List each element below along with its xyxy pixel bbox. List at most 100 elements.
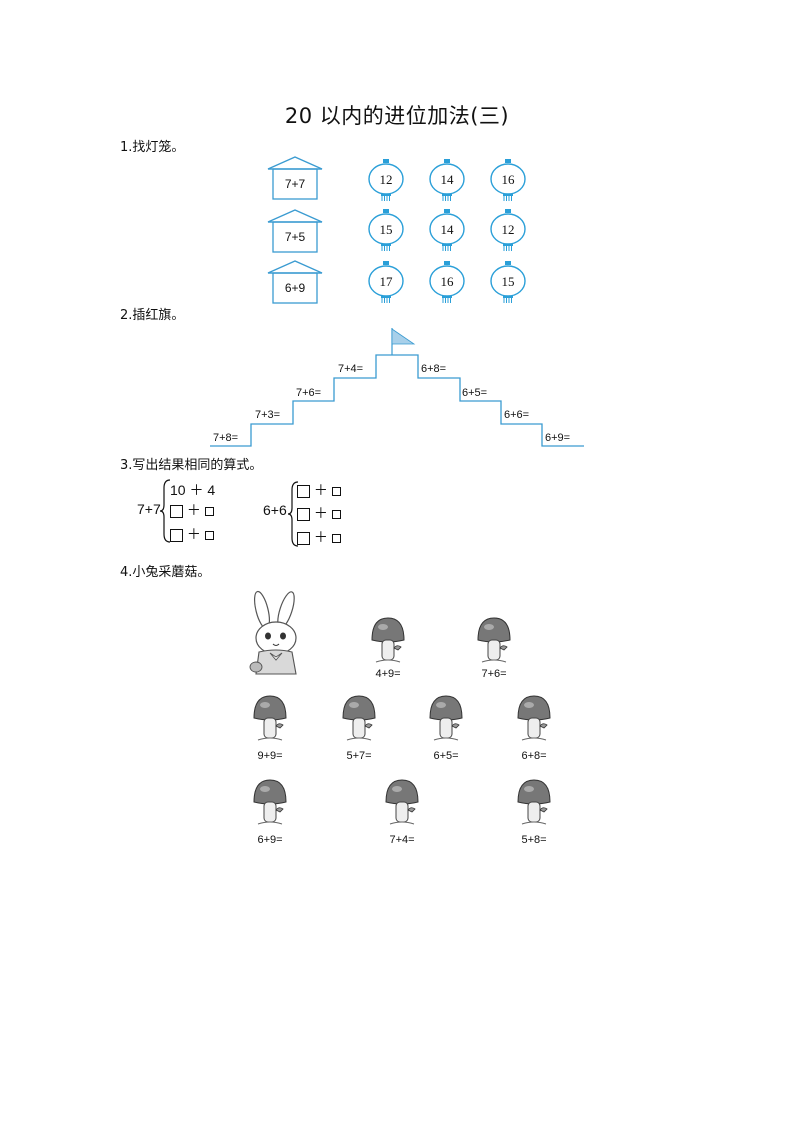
lantern-number: 16 [501,172,515,187]
group-2-row-1: ＋ [297,480,341,500]
lantern-icon [429,209,465,251]
group-1-row-1: 10 ＋ 4 [170,482,216,498]
step-expression: 7+6= [296,387,322,399]
lantern-icon [368,261,404,303]
mushroom: 5+7= [334,694,384,762]
step-expression: 7+4= [338,363,364,375]
plus-sign: ＋ [313,529,328,545]
lantern-number: 16 [440,274,454,289]
mushroom-icon [429,695,463,741]
mushroom-expression: 5+8= [521,834,547,846]
mushroom-icon [253,779,287,825]
group-2-row-3: ＋ [297,527,341,547]
mushroom-icon [253,695,287,741]
group-1-expression: 7+7 [137,501,161,517]
lantern: 14 [429,208,465,252]
house-icon [267,260,323,304]
question-4-heading: 4.小兔采蘑菇。 [120,565,211,580]
mushroom-icon [517,779,551,825]
answer-box[interactable] [170,504,183,518]
house-icon [267,209,323,253]
lantern-number: 14 [440,222,454,237]
house-expression: 6+9 [284,281,306,295]
lantern-icon [368,159,404,201]
house-expression: 7+7 [284,177,306,191]
answer-box[interactable] [170,528,183,542]
mushroom: 9+9= [245,694,295,762]
lantern: 12 [490,208,526,252]
answer-box[interactable] [204,530,214,540]
question-2-heading: 2.插红旗。 [120,308,185,323]
lantern-icon [490,209,526,251]
lantern: 17 [368,260,404,304]
lantern-icon [490,159,526,201]
answer-box[interactable] [297,531,310,545]
flag-icon [391,328,416,345]
lantern-number: 15 [501,274,515,289]
mushroom-expression: 5+7= [346,750,372,762]
lantern: 15 [368,208,404,252]
lantern-icon [429,261,465,303]
lantern-icon [490,261,526,303]
mushroom: 6+9= [245,778,295,846]
lantern-icon [429,159,465,201]
lantern: 14 [429,158,465,202]
group-2-row-2: ＋ [297,503,341,523]
plus-sign: ＋ [186,526,201,542]
mushroom: 4+9= [363,616,413,680]
mushroom-expression: 6+5= [433,750,459,762]
mushroom: 6+5= [421,694,471,762]
mushroom: 7+4= [377,778,427,846]
lantern-number: 14 [440,172,454,187]
answer-box[interactable] [297,507,310,521]
lantern: 12 [368,158,404,202]
rabbit-icon [249,590,297,675]
plus-sign: ＋ [186,502,201,518]
lantern-number: 17 [379,274,393,289]
mushroom-icon [385,779,419,825]
answer-box[interactable] [204,506,214,516]
step-expression: 6+9= [545,432,571,444]
answer-box[interactable] [331,533,341,543]
question-3-heading: 3.写出结果相同的算式。 [120,458,263,473]
mushroom: 5+8= [509,778,559,846]
lantern-number: 15 [379,222,393,237]
answer-box[interactable] [331,486,341,496]
mushroom-expression: 7+4= [389,834,415,846]
plus-sign: ＋ [313,505,328,521]
house-expression: 7+5 [284,230,306,244]
plus-sign: ＋ [313,482,328,498]
mushroom-expression: 7+6= [481,668,507,680]
mushroom-expression: 6+9= [257,834,283,846]
answer-box[interactable] [331,509,341,519]
staircase [210,328,584,447]
mushroom-icon [517,695,551,741]
brace-icon [159,479,171,543]
lantern-number: 12 [379,172,393,187]
mushroom-icon [477,617,511,663]
mushroom: 6+8= [509,694,559,762]
question-1-heading: 1.找灯笼。 [120,140,185,155]
group-1-row-3: ＋ [170,524,214,544]
mushroom: 7+6= [469,616,519,680]
mushroom-icon [342,695,376,741]
step-expression: 6+6= [504,409,530,421]
lantern-icon [368,209,404,251]
answer-box[interactable] [297,484,310,498]
group-1-row-2: ＋ [170,500,214,520]
brace-icon [287,481,299,547]
lantern-number: 12 [501,222,515,237]
step-expression: 6+5= [462,387,488,399]
page-title: 20 以内的进位加法(三) [284,104,510,128]
group-2-expression: 6+6 [263,502,287,518]
house-icon [267,156,323,200]
lantern: 16 [490,158,526,202]
lantern: 16 [429,260,465,304]
step-expression: 6+8= [421,363,447,375]
lantern: 15 [490,260,526,304]
mushroom-expression: 4+9= [375,668,401,680]
mushroom-expression: 9+9= [257,750,283,762]
step-expression: 7+3= [255,409,281,421]
mushroom-expression: 6+8= [521,750,547,762]
mushroom-icon [371,617,405,663]
